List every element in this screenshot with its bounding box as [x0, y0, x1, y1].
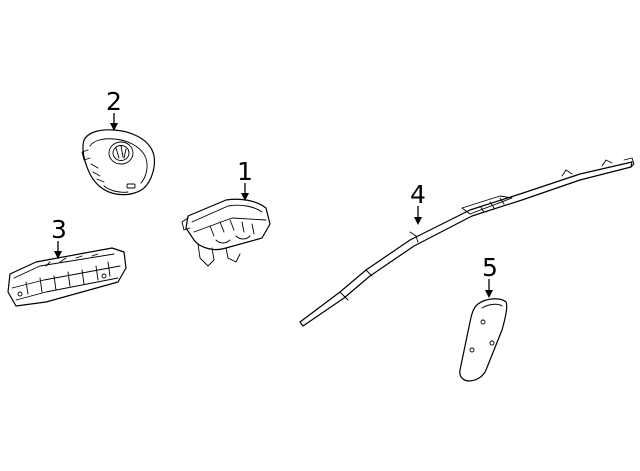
- callout-2: 2: [106, 87, 122, 116]
- leader-1: [241, 183, 249, 201]
- callout-1: 1: [237, 157, 253, 186]
- part-4-curtain-airbag[interactable]: [299, 157, 635, 327]
- part-3-airbag-module[interactable]: [7, 247, 127, 307]
- callout-3: 3: [51, 215, 67, 244]
- leader-5: [485, 279, 493, 298]
- leader-3: [54, 241, 62, 259]
- part-5-side-airbag[interactable]: [459, 298, 508, 382]
- leader-2: [110, 113, 118, 131]
- callout-4: 4: [410, 180, 426, 209]
- leader-4: [414, 206, 422, 225]
- part-2-airbag-cover[interactable]: [81, 129, 156, 196]
- part-1-airbag-module[interactable]: [181, 198, 271, 267]
- callout-5: 5: [482, 253, 498, 282]
